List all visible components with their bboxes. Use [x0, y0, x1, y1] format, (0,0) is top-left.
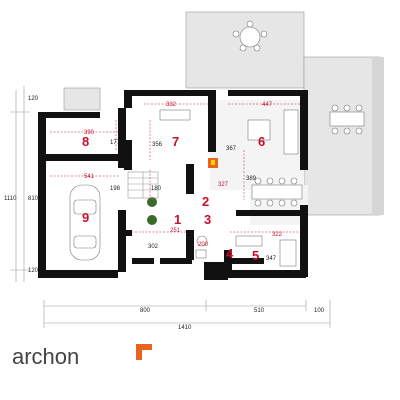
- room-area: 447: [262, 102, 273, 108]
- room-area: 200: [198, 242, 209, 248]
- room-area: 322: [272, 232, 283, 238]
- inner-dimension: 356: [152, 142, 163, 148]
- plant-icon: [147, 197, 157, 225]
- left-dimension: 120: [28, 96, 39, 102]
- left-dimensions: 120 810 1110 120: [4, 96, 39, 274]
- inner-dimension: 302: [148, 244, 159, 250]
- brand-name: archon: [12, 344, 79, 369]
- room-area: 327: [218, 182, 229, 188]
- left-dimension: 810: [28, 196, 39, 202]
- inner-dimension: 180: [151, 186, 162, 192]
- room-labels: 1 2 3 4 5 6 7 8 9: [82, 134, 265, 263]
- staircase: [127, 171, 159, 199]
- terrace: [63, 11, 384, 216]
- archon-logo: archon: [12, 344, 152, 369]
- bottom-dimension: 1410: [178, 325, 192, 331]
- left-dimension: 1110: [4, 196, 17, 202]
- garden-furniture: [232, 20, 365, 135]
- left-dimension: 120: [28, 268, 39, 274]
- room-area: 541: [84, 174, 95, 180]
- interior-furniture: [159, 109, 303, 267]
- inner-dimension: 198: [110, 186, 121, 192]
- bottom-dimension: 100: [314, 308, 325, 314]
- room-area: 251: [170, 228, 181, 234]
- inner-dimension: 177: [110, 140, 121, 146]
- interior-dimension-lines: [50, 103, 304, 233]
- room-number: 8: [82, 134, 89, 149]
- room-number: 9: [82, 210, 89, 225]
- room-area: 390: [84, 130, 95, 136]
- outer-dimension-lines: [10, 86, 331, 328]
- room-number: 7: [172, 134, 179, 149]
- interior-dimensions: 356 180 389 177 198 347 302 367: [110, 140, 277, 262]
- fireplace-icon: [208, 158, 218, 168]
- inner-dimension: 367: [226, 146, 237, 152]
- inner-dimension: 347: [266, 256, 277, 262]
- inner-dimension: 389: [246, 176, 257, 182]
- room-area: 332: [166, 102, 177, 108]
- room-areas: 251 327 200 322 447 332 390 541: [84, 102, 283, 248]
- bottom-dimension: 800: [140, 308, 151, 314]
- bottom-dimensions: 800 510 100 1410: [140, 308, 325, 331]
- room-number: 4: [226, 246, 234, 261]
- car-icon: [69, 184, 101, 261]
- room-number: 5: [252, 248, 259, 263]
- room-number: 6: [258, 134, 265, 149]
- bottom-dimension: 510: [254, 308, 265, 314]
- room-number: 3: [204, 212, 211, 227]
- walls: [38, 90, 308, 280]
- room-number: 2: [202, 194, 209, 209]
- room-number: 1: [174, 212, 181, 227]
